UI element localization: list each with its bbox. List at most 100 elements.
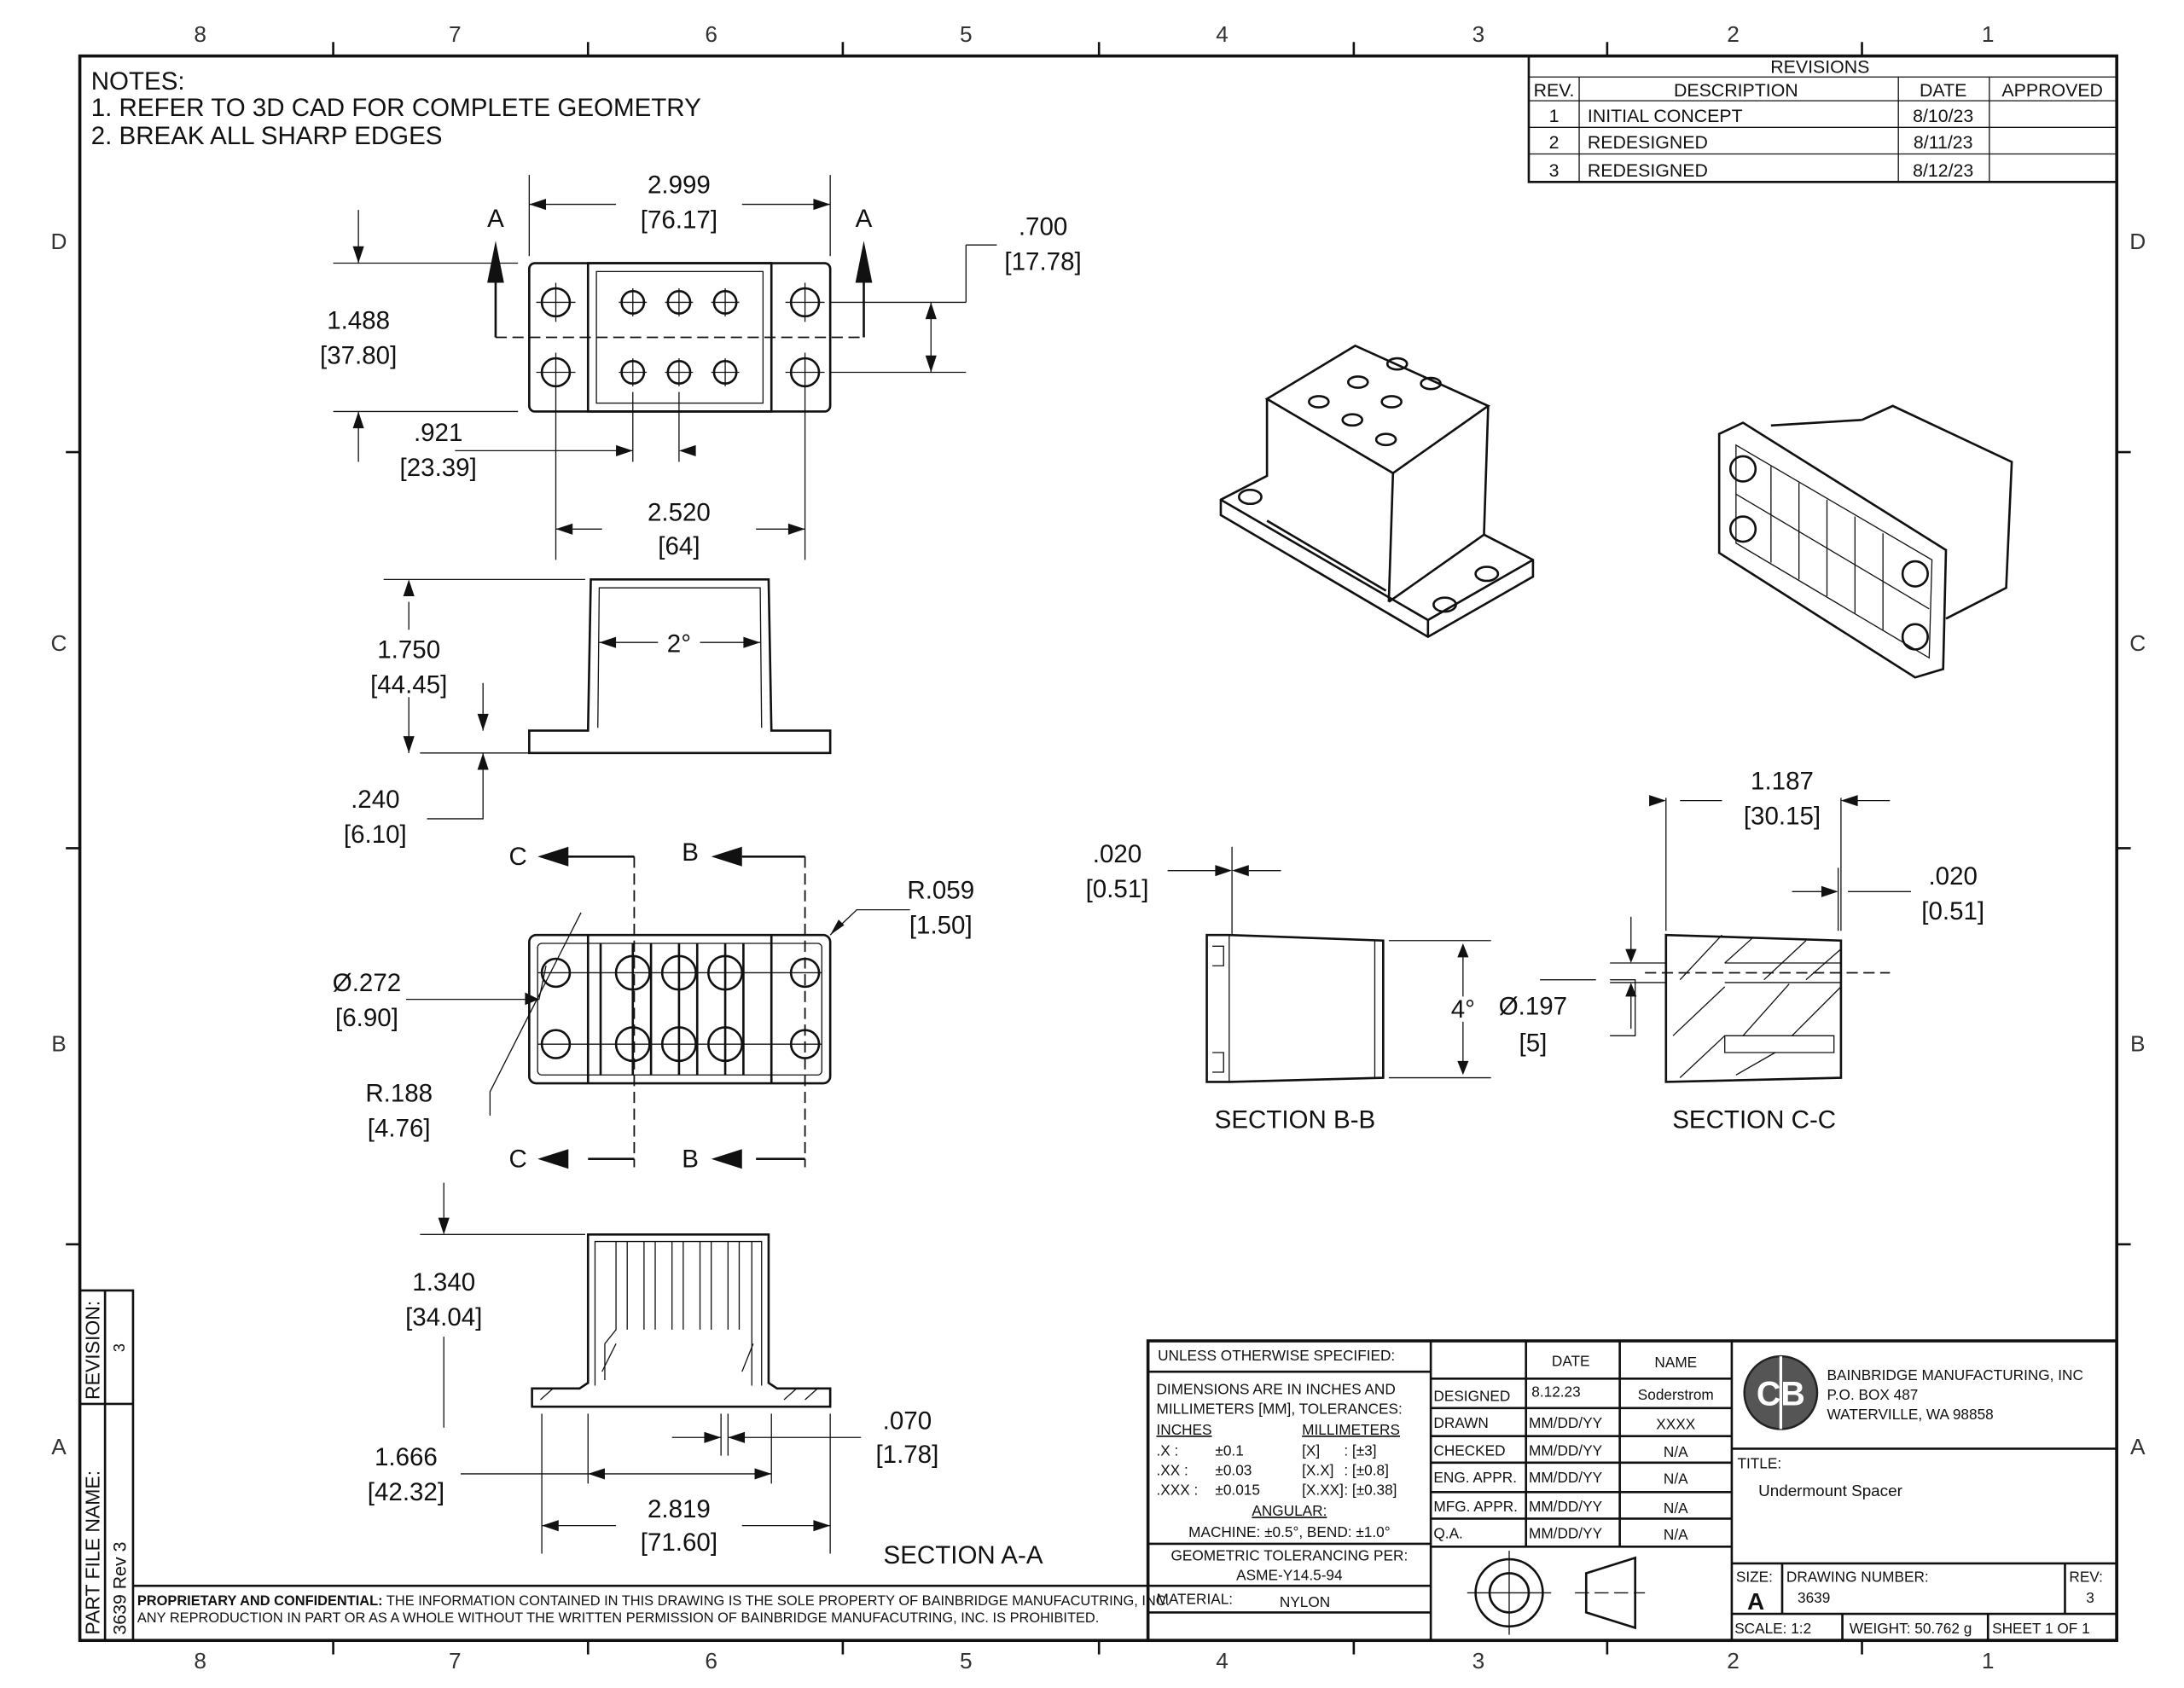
approval-row: MFG. APPR. MM/DD/YY N/A: [1433, 1498, 1688, 1517]
note-item: 2. BREAK ALL SHARP EDGES: [91, 122, 443, 150]
company-logo: CB: [1743, 1354, 1819, 1430]
dimension-text: [1.50]: [909, 912, 973, 940]
dimension-text: [37.80]: [320, 342, 397, 370]
dimension-text: [0.51]: [1086, 875, 1149, 903]
zone-label: 8: [194, 21, 206, 47]
zone-label: 6: [705, 21, 717, 47]
bottom-view: C C B B R.059 [1.50] Ø.272 [6.90] R.188 …: [333, 838, 974, 1173]
zone-label: 1: [1982, 21, 1995, 47]
dimension-text: .921: [414, 419, 462, 447]
dimension-text: .020: [1928, 862, 1977, 890]
dimension-text: .020: [1093, 840, 1141, 868]
zone-label: 2: [1727, 1648, 1740, 1673]
dimension-text: 1.666: [375, 1443, 438, 1471]
dimension-text: [17.78]: [1004, 248, 1081, 276]
zone-label: D: [2129, 229, 2146, 254]
proprietary-label: PROPRIETARY AND CONFIDENTIAL:: [137, 1593, 383, 1609]
isometric-view-bottom: [1717, 404, 2013, 679]
approval-date: 8.12.23: [1531, 1383, 1580, 1401]
part-file-name-label: PART FILE NAME:: [82, 1470, 104, 1635]
inches-header: INCHES: [1156, 1421, 1211, 1438]
dimension-text: [76.17]: [641, 206, 717, 234]
zone-label: 8: [194, 1648, 206, 1673]
tolerance-value: : [±3]: [1344, 1442, 1376, 1459]
approved-header: APPROVED: [2001, 80, 2103, 101]
approval-role: Q.A.: [1433, 1524, 1462, 1541]
side-strip: REVISION: 3 PART FILE NAME: 3639 Rev 3: [79, 1289, 135, 1641]
material-value: NYLON: [1280, 1593, 1330, 1610]
dimension-text: [23.39]: [400, 454, 477, 482]
weight: WEIGHT: 50.762 g: [1850, 1620, 1972, 1637]
company-address: WATERVILLE, WA 98858: [1827, 1406, 1994, 1423]
scale: SCALE: 1:2: [1734, 1620, 1811, 1637]
dimension-text: [64]: [658, 532, 700, 560]
isometric-view-top: [1219, 344, 1535, 639]
dimension-text: 1.750: [377, 635, 440, 664]
proprietary-notice: PROPRIETARY AND CONFIDENTIAL: THE INFORM…: [132, 1584, 1170, 1626]
dimension-text: 2.999: [648, 171, 711, 199]
logo-text: CB: [1757, 1376, 1805, 1413]
rev-description: INITIAL CONCEPT: [1588, 106, 1743, 126]
zone-label: B: [51, 1030, 67, 1056]
rev-number: 1: [1549, 106, 1560, 126]
rev-label: REV:: [2069, 1568, 2103, 1585]
tolerance-value: ±0.015: [1215, 1482, 1260, 1499]
part-file-name-value: 3639 Rev 3: [110, 1542, 131, 1635]
gdt-value: ASME-Y14.5-94: [1236, 1567, 1343, 1584]
dimension-text: [44.45]: [370, 670, 447, 699]
dimension-text: [6.90]: [335, 1004, 398, 1032]
approval-date: MM/DD/YY: [1529, 1498, 1603, 1515]
dimension-text: R.188: [365, 1079, 433, 1107]
tolerance-row: .XX : ±0.03 [X.X] : [±0.8]: [1156, 1462, 1388, 1479]
revision-value: 3: [111, 1343, 128, 1352]
section-marker-a: A: [856, 205, 873, 233]
section-marker-c: C: [509, 843, 527, 871]
dimension-text: .240: [351, 786, 399, 814]
dimensions-note: DIMENSIONS ARE IN INCHES AND: [1156, 1380, 1395, 1397]
approval-row: DESIGNED 8.12.23 Soderstrom: [1433, 1383, 1713, 1405]
dimensions-note: MILLIMETERS [MM], TOLERANCES:: [1156, 1400, 1402, 1417]
angular-header: ANGULAR:: [1252, 1502, 1327, 1519]
approval-row: DRAWN MM/DD/YY XXXX: [1433, 1414, 1695, 1433]
section-marker-c: C: [509, 1146, 527, 1174]
dimension-text: 1.187: [1751, 768, 1814, 796]
section-marker-a: A: [487, 205, 504, 233]
dimension-text: R.059: [907, 876, 974, 904]
material-label: MATERIAL:: [1156, 1591, 1233, 1608]
dimension-text: [5]: [1519, 1029, 1547, 1057]
zone-label: 1: [1982, 1648, 1995, 1673]
zone-label: 2: [1727, 21, 1740, 47]
zone-label: A: [2130, 1434, 2146, 1459]
approval-role: DRAWN: [1433, 1414, 1488, 1431]
tolerance-label: [X]: [1302, 1442, 1320, 1459]
zone-label: A: [51, 1434, 67, 1459]
rev-date: 8/10/23: [1913, 106, 1973, 126]
date-header: DATE: [1920, 80, 1966, 101]
approval-row: ENG. APPR. MM/DD/YY N/A: [1433, 1469, 1688, 1488]
size-value: A: [1747, 1588, 1764, 1615]
rev-header: REV.: [1534, 80, 1575, 101]
date-header: DATE: [1552, 1353, 1590, 1370]
revisions-table: REVISIONS REV. DESCRIPTION DATE APPROVED…: [1527, 55, 2118, 183]
front-view: 1.750 [44.45] 2° .240 [6.10]: [344, 578, 832, 849]
approval-date: MM/DD/YY: [1529, 1414, 1603, 1431]
dimension-text: [1.78]: [875, 1441, 938, 1469]
revision-label: REVISION:: [82, 1301, 104, 1400]
rev-description: REDESIGNED: [1588, 160, 1708, 181]
zone-label: 6: [705, 1648, 717, 1673]
tolerance-row: .X : ±0.1 [X] : [±3]: [1156, 1442, 1376, 1459]
approval-name: XXXX: [1656, 1415, 1695, 1432]
approval-date: MM/DD/YY: [1529, 1442, 1603, 1459]
note-item: 1. REFER TO 3D CAD FOR COMPLETE GEOMETRY: [91, 94, 701, 122]
dimension-text: [34.04]: [405, 1303, 482, 1331]
notes-title: NOTES:: [91, 67, 185, 96]
gdt-label: GEOMETRIC TOLERANCING PER:: [1170, 1547, 1408, 1564]
dimension-text: 4°: [1451, 995, 1475, 1024]
approval-name: N/A: [1664, 1470, 1688, 1487]
zone-numbers-top: 8 7 6 5 4 3 2 1: [194, 21, 1994, 47]
approval-role: CHECKED: [1433, 1442, 1505, 1459]
zone-label: C: [2129, 630, 2146, 656]
unless-specified-label: UNLESS OTHERWISE SPECIFIED:: [1158, 1347, 1395, 1364]
top-view: A A 2.999 [76.17] .700 [17.78] 1.488 [37…: [320, 171, 1082, 560]
